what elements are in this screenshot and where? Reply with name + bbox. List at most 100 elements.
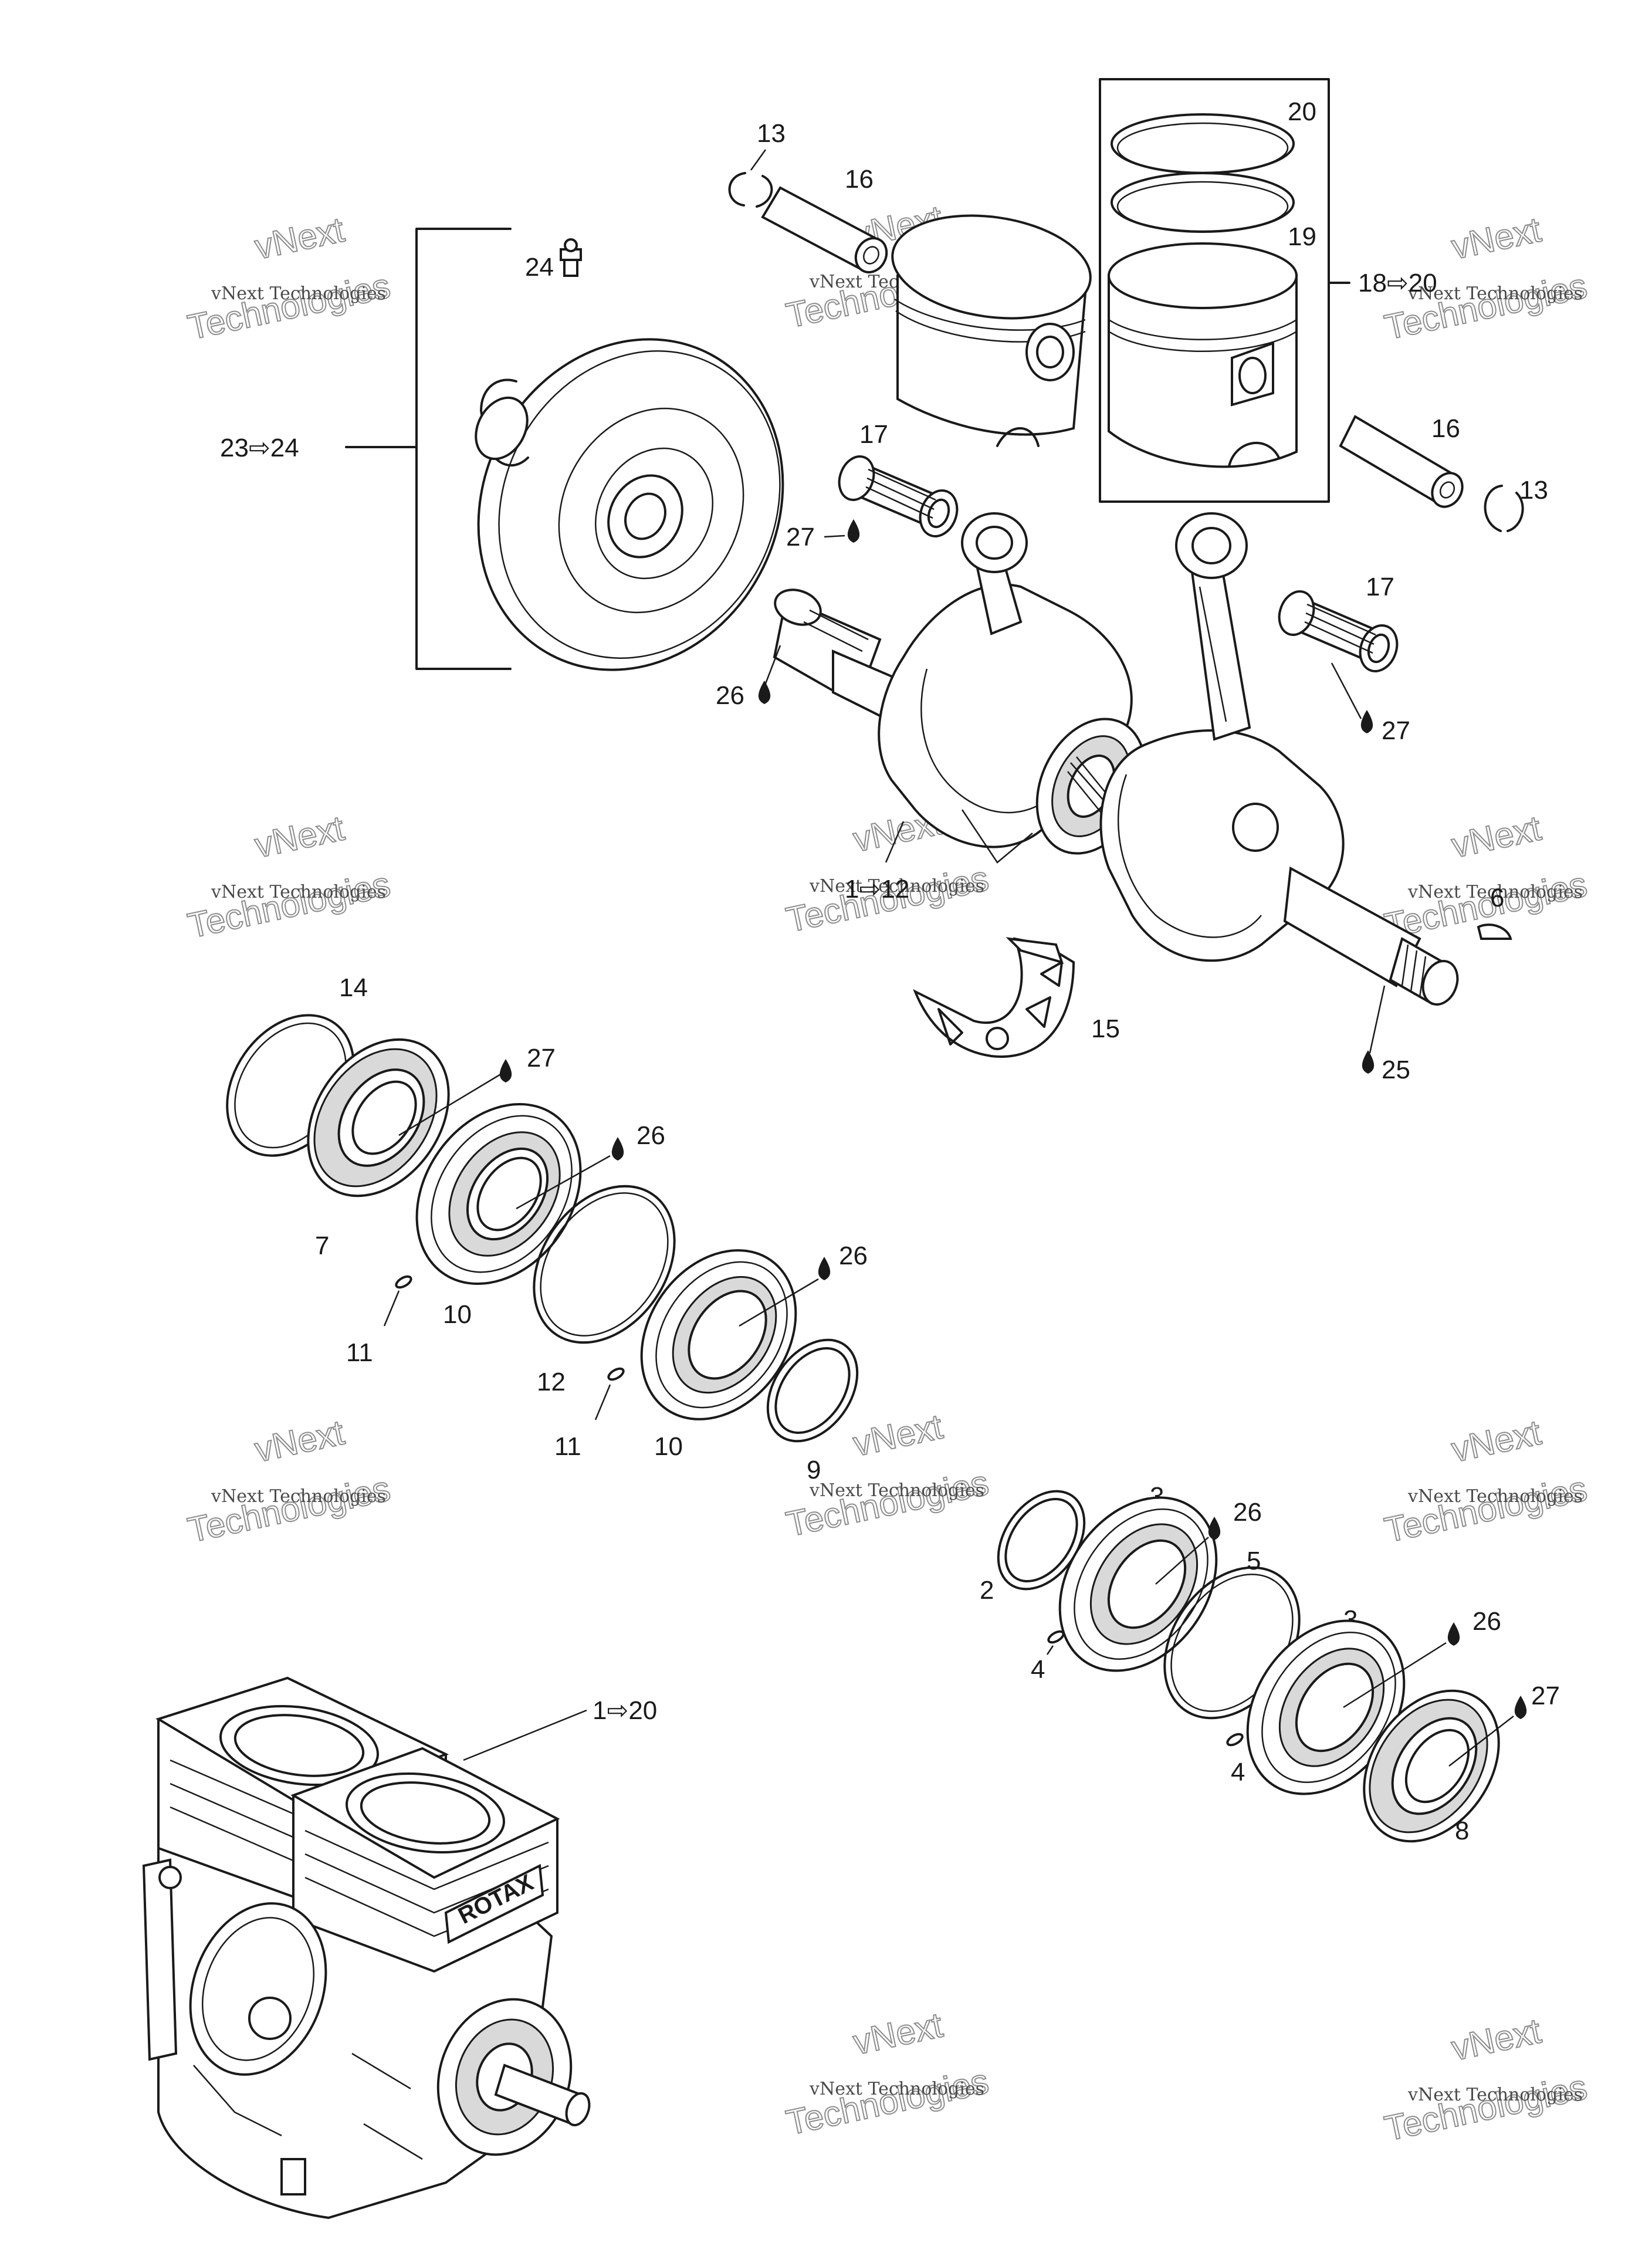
- label-26d: 26: [1233, 1498, 1262, 1527]
- ball-bearing-3-lower: [1246, 1619, 1406, 1795]
- dowel-pin-4-upper: [1046, 1630, 1065, 1655]
- dowel-pin-11-upper: [383, 1275, 412, 1327]
- grease-fitting-24: [560, 238, 582, 277]
- watermark-technologies: Technologies: [783, 2061, 992, 2142]
- woodruff-key-6: 6: [1477, 884, 1512, 940]
- circlip-13-right: [1484, 485, 1524, 532]
- label-23-24: 23⇨24: [220, 434, 299, 462]
- watermark-vnext: vNext: [1448, 1412, 1544, 1469]
- watermark-vnext: vNext: [251, 808, 347, 865]
- circlip-13-top: [728, 172, 773, 208]
- rotary-disc-housing-23: [475, 338, 784, 671]
- dowel-pin-4-lower: [1226, 1733, 1244, 1747]
- oil-drop-26c: 26: [739, 1241, 868, 1327]
- watermark-1: vNext Technologies vNext Technologies: [184, 209, 394, 347]
- watermark-text: vNext Technologies: [1407, 1486, 1583, 1507]
- watermark-vnext: vNext: [1448, 808, 1544, 865]
- oil-drop-27b: 27: [1331, 662, 1410, 745]
- label-6: 6: [1490, 884, 1504, 912]
- watermark-text: vNext Technologies: [211, 882, 386, 902]
- label-27a: 27: [786, 523, 815, 552]
- watermark-text: vNext Technologies: [809, 1480, 984, 1501]
- oil-drop-25: 25: [1362, 985, 1410, 1084]
- bracket-23-24: [415, 228, 512, 670]
- watermark-vnext: vNext: [251, 1412, 347, 1469]
- label-20: 20: [1288, 97, 1316, 126]
- label-16-right: 16: [1431, 414, 1460, 443]
- piston-ring-20: [1111, 113, 1295, 174]
- watermark-technologies: Technologies: [1381, 2067, 1590, 2148]
- label-25: 25: [1382, 1056, 1410, 1084]
- oil-drop-27c: 27: [398, 1044, 556, 1136]
- oil-seal-8: [1363, 1689, 1500, 1843]
- watermark-text: vNext Technologies: [1407, 882, 1583, 902]
- label-15: 15: [1091, 1014, 1120, 1043]
- label-9: 9: [807, 1456, 821, 1484]
- label-7: 7: [315, 1232, 329, 1260]
- bearing-shield-15: 15: [913, 937, 1120, 1058]
- label-4-upper: 4: [1031, 1655, 1045, 1684]
- label-24: 24: [525, 253, 554, 282]
- label-12: 12: [537, 1368, 566, 1396]
- label-5: 5: [1247, 1547, 1261, 1575]
- dowel-pin-11-lower: [594, 1367, 625, 1420]
- label-13-top: 13: [757, 119, 786, 148]
- piston-assembly-right: 18⇨20 20 19 16 13: [1099, 78, 1548, 532]
- watermark-text: vNext Technologies: [211, 283, 386, 304]
- watermark-vnext: vNext: [1448, 209, 1544, 266]
- piston-ring-19: [1111, 172, 1295, 233]
- label-18-20: 18⇨20: [1358, 269, 1437, 297]
- label-26c: 26: [839, 1241, 868, 1270]
- label-26a: 26: [716, 681, 744, 710]
- crankshaft-assembly: [773, 512, 1459, 1006]
- watermark-technologies: Technologies: [1381, 1469, 1590, 1550]
- label-1-20: 1⇨20: [593, 1696, 657, 1725]
- oil-drop-27a: 27: [786, 519, 860, 552]
- watermark-text: vNext Technologies: [809, 876, 984, 897]
- watermark-vnext: vNext: [849, 1406, 946, 1463]
- label-10-upper: 10: [443, 1300, 472, 1329]
- label-17-right: 17: [1366, 573, 1394, 601]
- needle-bearing-17-left: 17: [838, 420, 959, 537]
- watermark-vnext: vNext: [1448, 2011, 1544, 2068]
- watermark-text: vNext Technologies: [1407, 283, 1583, 304]
- label-group-1-12: 1⇨12: [845, 821, 909, 904]
- label-27b: 27: [1382, 716, 1410, 745]
- watermark-vnext: vNext: [849, 2005, 946, 2062]
- label-10-lower: 10: [654, 1432, 683, 1461]
- watermark-text: vNext Technologies: [809, 2079, 984, 2099]
- leader-1-20: [463, 1709, 587, 1761]
- ball-bearing-3-upper: [1058, 1496, 1218, 1672]
- label-16-top: 16: [845, 165, 874, 194]
- watermark-technologies: Technologies: [184, 1469, 394, 1550]
- label-1-12: 1⇨12: [845, 875, 909, 904]
- oil-drop-26b: 26: [516, 1121, 665, 1210]
- ball-bearing-10-lower: [640, 1249, 797, 1420]
- box-18-20: [1099, 78, 1330, 503]
- part-group-right-bearings: 2 3 26 4 5 3: [980, 1482, 1560, 1845]
- oil-drop-26d: 26: [1155, 1498, 1262, 1585]
- label-26e: 26: [1472, 1607, 1501, 1636]
- ball-bearing-10-upper: [415, 1103, 582, 1285]
- leader-13-top: [750, 149, 767, 171]
- watermark-9: vNext Technologies vNext Technologies: [1380, 1412, 1591, 1550]
- piston-right: [1108, 242, 1298, 468]
- o-ring-12: [533, 1185, 676, 1344]
- oil-drop-26a: 26: [716, 645, 781, 710]
- watermark-11: vNext Technologies vNext Technologies: [782, 2004, 993, 2143]
- piston-pin-16-top: [761, 186, 888, 273]
- oil-drop-26e: 26: [1343, 1607, 1501, 1709]
- watermark-7: vNext Technologies vNext Technologies: [184, 1412, 394, 1550]
- oil-drop-27d: 27: [1448, 1682, 1560, 1767]
- engine-block: 1⇨20 ROTAX: [142, 1676, 657, 2220]
- label-13-right: 13: [1519, 476, 1548, 505]
- label-11-upper: 11: [346, 1338, 373, 1367]
- watermark-technologies: Technologies: [184, 864, 394, 945]
- part-group-23-24: 23⇨24 24: [220, 228, 784, 671]
- label-27d: 27: [1531, 1682, 1560, 1710]
- oil-seal-7: [307, 1038, 450, 1197]
- label-17-left: 17: [859, 420, 888, 449]
- part-group-left-bearings: 14 7 27 26 10: [226, 973, 868, 1484]
- watermark-technologies: Technologies: [184, 266, 394, 347]
